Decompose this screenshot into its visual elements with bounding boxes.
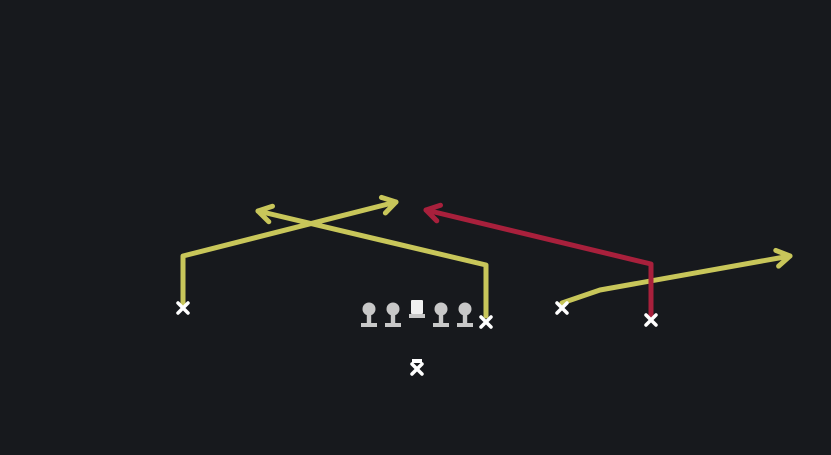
- blocker-stem: [462, 314, 468, 324]
- x-icon-stroke: [479, 315, 493, 329]
- blocker-stem: [438, 314, 444, 324]
- blocker-head: [458, 302, 472, 316]
- x-icon-stroke: [555, 301, 569, 315]
- route-right-wide-receiver: [423, 202, 654, 318]
- lineman-left-tackle-blocker-icon: [361, 302, 377, 327]
- blocker-base: [361, 323, 377, 327]
- route-slot-receiver: [559, 247, 793, 306]
- route-left-wide-receiver: [180, 194, 399, 306]
- player-left-tight-end-x-icon: [479, 315, 493, 329]
- center-body: [411, 300, 423, 314]
- lineman-left-guard-blocker-icon: [385, 302, 401, 327]
- player-quarterback-x-icon: [410, 362, 424, 376]
- x-icon-stroke: [176, 301, 190, 315]
- blocker-base: [457, 323, 473, 327]
- route-arrowhead-icon: [773, 247, 793, 269]
- route-line: [559, 253, 793, 306]
- lineman-right-tackle-blocker-icon: [457, 302, 473, 327]
- player-right-wide-receiver-x-icon: [644, 313, 658, 327]
- x-icon-stroke: [410, 362, 424, 376]
- route-arrowhead-icon: [255, 203, 275, 225]
- route-line: [255, 208, 489, 319]
- blocker-base: [433, 323, 449, 327]
- players-layer: [176, 300, 658, 376]
- player-left-wide-receiver-x-icon: [176, 301, 190, 315]
- player-slot-receiver-x-icon: [555, 301, 569, 315]
- center-base: [409, 314, 425, 318]
- blocker-head: [434, 302, 448, 316]
- blocker-stem: [366, 314, 372, 324]
- route-line: [423, 207, 654, 318]
- route-arrowhead-icon: [378, 194, 399, 216]
- routes-layer: [180, 194, 793, 319]
- route-line: [180, 199, 399, 306]
- blocker-base: [385, 323, 401, 327]
- blocker-head: [362, 302, 376, 316]
- route-arrowhead-icon: [423, 202, 444, 224]
- blocker-stem: [390, 314, 396, 324]
- x-icon-stroke: [644, 313, 658, 327]
- blocker-head: [386, 302, 400, 316]
- route-left-tight-end: [255, 203, 489, 319]
- lineman-center-center-icon: [409, 300, 425, 318]
- lineman-right-guard-blocker-icon: [433, 302, 449, 327]
- quarterback-marker-icon: [412, 359, 422, 363]
